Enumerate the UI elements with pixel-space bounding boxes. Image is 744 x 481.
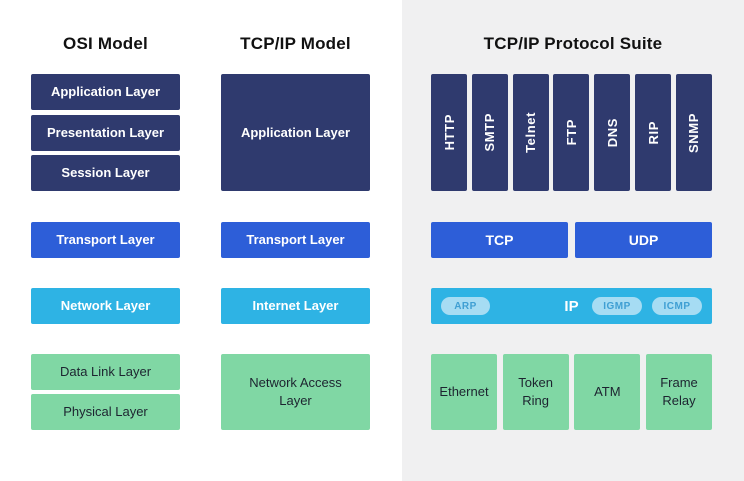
- protocol-bar-label: SMTP: [482, 113, 498, 152]
- protocol-bar-snmp: SNMP: [675, 74, 712, 191]
- igmp-pill: IGMP: [592, 297, 642, 315]
- protocol-bar-label: DNS: [604, 117, 620, 148]
- osi-layer-application: Application Layer: [31, 74, 180, 110]
- osi-model-title: OSI Model: [63, 34, 148, 53]
- protocol-bar-rip: RIP: [635, 74, 672, 191]
- tcp-box: TCP: [431, 222, 568, 258]
- arp-pill: ARP: [441, 297, 490, 315]
- protocol-bar-label: SNMP: [686, 112, 702, 153]
- osi-layer-network: Network Layer: [31, 288, 180, 324]
- network-technology-row: Ethernet Token Ring ATM Frame Relay: [431, 354, 712, 430]
- protocol-bar-label: HTTP: [441, 114, 457, 151]
- protocol-bar-smtp: SMTP: [471, 74, 508, 191]
- osi-layer-transport: Transport Layer: [31, 222, 180, 258]
- protocol-suite-title: TCP/IP Protocol Suite: [483, 34, 663, 53]
- tech-token-ring: Token Ring: [502, 354, 569, 430]
- tcpip-layer-transport: Transport Layer: [221, 222, 370, 258]
- tech-ethernet: Ethernet: [431, 354, 497, 430]
- tcpip-layer-network-access: Network Access Layer: [221, 354, 370, 430]
- osi-layer-physical: Physical Layer: [31, 394, 180, 430]
- protocol-bar-http: HTTP: [431, 74, 467, 191]
- tech-atm: ATM: [574, 354, 641, 430]
- transport-protocol-row: TCP UDP: [431, 222, 712, 258]
- tcpip-layer-internet: Internet Layer: [221, 288, 370, 324]
- icmp-pill: ICMP: [652, 297, 702, 315]
- protocol-bar-label: Telnet: [523, 112, 539, 153]
- osi-layer-session: Session Layer: [31, 155, 180, 191]
- tcpip-layer-application: Application Layer: [221, 74, 370, 191]
- tech-frame-relay: Frame Relay: [645, 354, 712, 430]
- osi-layer-data-link: Data Link Layer: [31, 354, 180, 390]
- ip-bar: IP ARP IGMP ICMP: [431, 288, 712, 324]
- udp-box: UDP: [575, 222, 712, 258]
- osi-layer-presentation: Presentation Layer: [31, 115, 180, 151]
- protocol-bar-ftp: FTP: [553, 74, 590, 191]
- protocol-bar-label: FTP: [563, 119, 579, 146]
- tcpip-model-title: TCP/IP Model: [240, 34, 351, 53]
- protocol-bar-telnet: Telnet: [512, 74, 549, 191]
- protocol-bar-dns: DNS: [594, 74, 631, 191]
- application-protocol-bars: HTTP SMTP Telnet FTP DNS RIP SNMP: [431, 74, 712, 191]
- protocol-bar-label: RIP: [645, 120, 661, 145]
- ip-label: IP: [564, 297, 579, 315]
